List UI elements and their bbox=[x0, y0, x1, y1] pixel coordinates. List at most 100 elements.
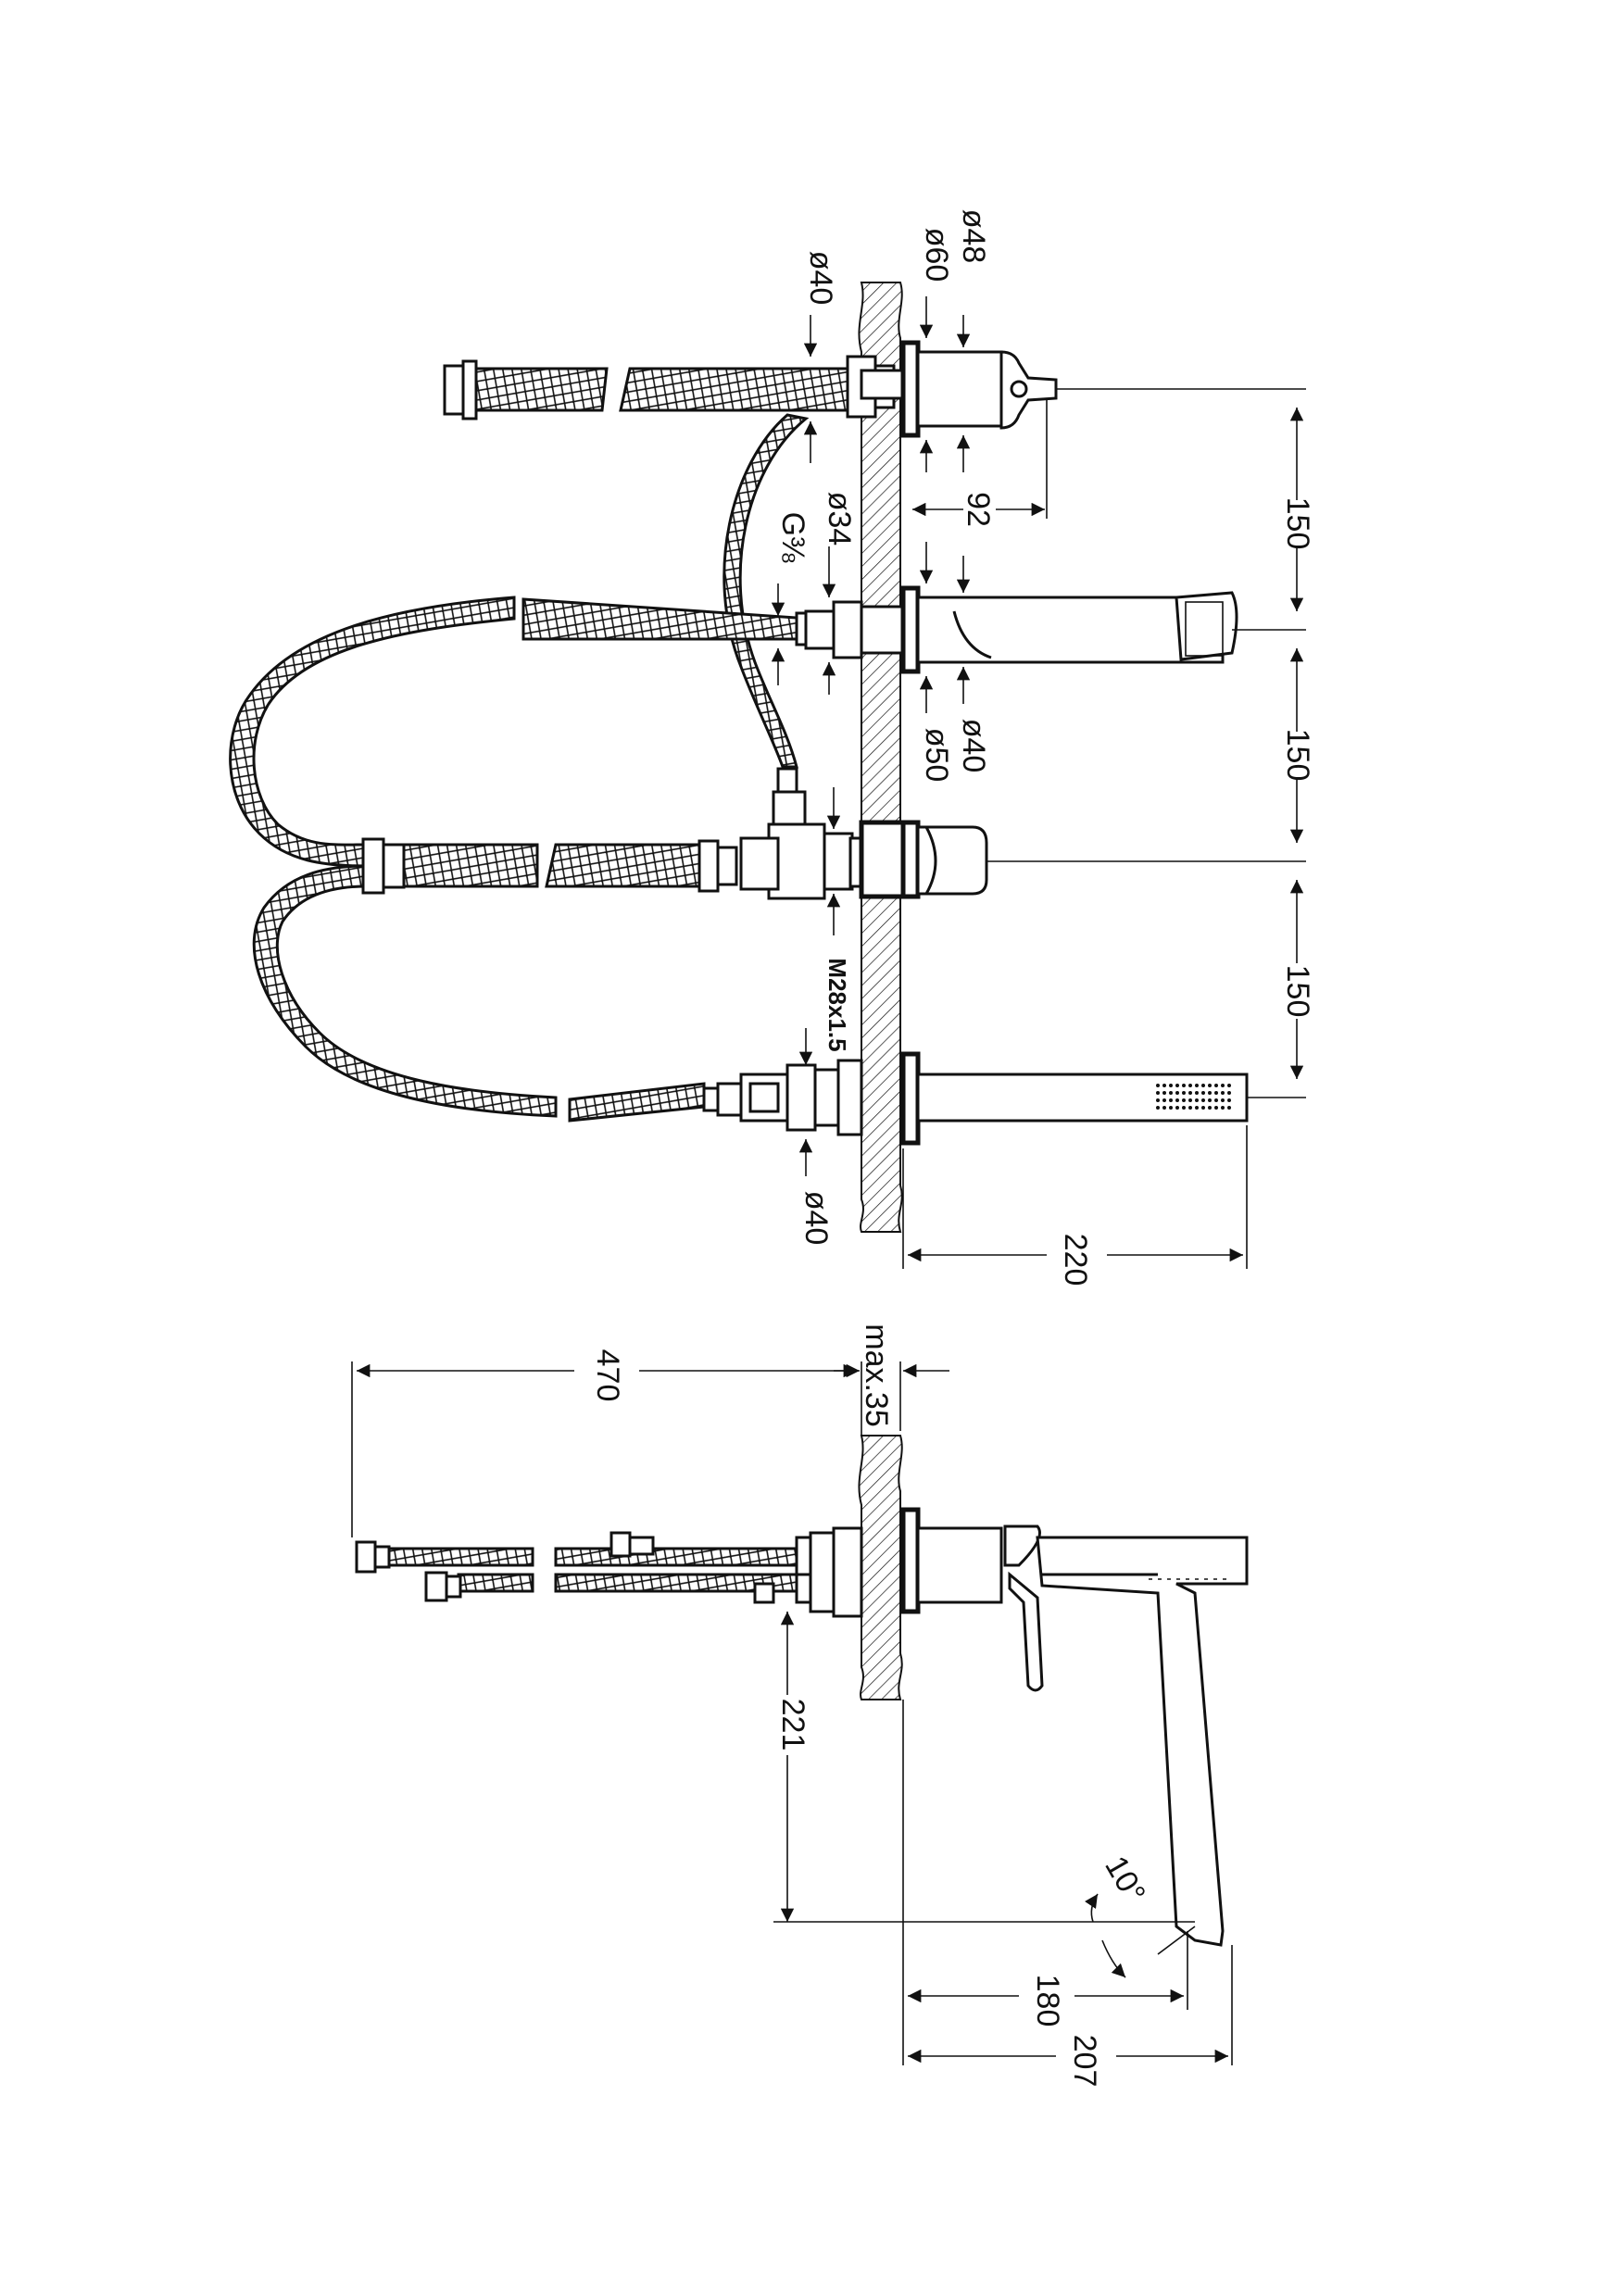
label-180: 180 bbox=[1030, 1975, 1065, 2027]
hose-middle-left bbox=[401, 843, 539, 888]
side-view bbox=[351, 1361, 1249, 2065]
nozzle-dot bbox=[1227, 1098, 1231, 1102]
nozzle-dot bbox=[1175, 1106, 1179, 1110]
nozzle-dot bbox=[1221, 1084, 1225, 1087]
nozzle-dot bbox=[1156, 1091, 1160, 1095]
side-hose-lower bbox=[457, 1573, 534, 1593]
nozzle-dot bbox=[1208, 1091, 1212, 1095]
label-92: 92 bbox=[961, 492, 996, 527]
side-spout bbox=[1036, 1536, 1249, 1947]
side-mixer-body bbox=[900, 1507, 1044, 1692]
top-dimension-lines bbox=[771, 296, 1306, 1269]
side-dimension-lines bbox=[351, 1361, 1233, 2065]
nozzle-dot bbox=[1201, 1091, 1205, 1095]
nozzle-dot bbox=[1208, 1106, 1212, 1110]
nozzle-dot bbox=[1208, 1098, 1212, 1102]
nozzle-dot bbox=[1195, 1106, 1199, 1110]
spout bbox=[804, 585, 1238, 674]
label-g38: G⅜ bbox=[775, 512, 810, 563]
nozzle-dot bbox=[1182, 1091, 1186, 1095]
nozzle-dot bbox=[1175, 1091, 1179, 1095]
nozzle-dot bbox=[1221, 1098, 1225, 1102]
label-207: 207 bbox=[1067, 2035, 1102, 2088]
nozzle-dot bbox=[1227, 1091, 1231, 1095]
shower-head-nozzles bbox=[1156, 1084, 1231, 1110]
label-d40-top: ø40 bbox=[803, 251, 838, 306]
nozzle-dot bbox=[1169, 1084, 1173, 1087]
nozzle-dot bbox=[1175, 1098, 1179, 1102]
nozzle-dot bbox=[1221, 1106, 1225, 1110]
label-d48: ø48 bbox=[956, 209, 991, 264]
label-d40-bottom: ø40 bbox=[798, 1191, 834, 1246]
label-d50: ø50 bbox=[919, 728, 954, 783]
nozzle-dot bbox=[1162, 1091, 1166, 1095]
nozzle-dot bbox=[1162, 1098, 1166, 1102]
hose-top-right bbox=[619, 367, 859, 412]
nozzle-dot bbox=[1156, 1084, 1160, 1087]
diverter-valve bbox=[739, 767, 988, 900]
hose-upper-loop bbox=[229, 596, 516, 868]
nozzle-dot bbox=[1169, 1091, 1173, 1095]
wall-section-side bbox=[858, 1435, 903, 1700]
nozzle-dot bbox=[1227, 1084, 1231, 1087]
nozzle-dot bbox=[1188, 1084, 1192, 1087]
nozzle-dot bbox=[1156, 1106, 1160, 1110]
nozzle-dot bbox=[1214, 1106, 1218, 1110]
nozzle-dot bbox=[1195, 1084, 1199, 1087]
hose-diagonal bbox=[723, 413, 810, 769]
hose-middle-right bbox=[545, 843, 706, 888]
nozzle-dot bbox=[1182, 1084, 1186, 1087]
hose-lower-loop bbox=[252, 864, 558, 1118]
nozzle-dot bbox=[1201, 1084, 1205, 1087]
hose-nut-middle-left bbox=[361, 837, 406, 895]
dimension-labels: ø48 ø60 ø40 ø34 G⅜ ø40 ø50 M28x1.5 ø40 9… bbox=[590, 209, 1315, 2088]
hose-nut-top bbox=[443, 359, 478, 420]
side-hose-upper bbox=[387, 1547, 534, 1567]
nozzle-dot bbox=[1162, 1084, 1166, 1087]
hose-nut-lower bbox=[702, 1082, 746, 1117]
label-d40-spout: ø40 bbox=[956, 719, 991, 773]
nozzle-dot bbox=[1169, 1106, 1173, 1110]
label-150-b: 150 bbox=[1280, 729, 1315, 782]
nozzle-dot bbox=[1221, 1091, 1225, 1095]
hose-top-left bbox=[471, 367, 609, 412]
label-221: 221 bbox=[775, 1699, 810, 1751]
top-view bbox=[229, 282, 1306, 1269]
nozzle-dot bbox=[1162, 1106, 1166, 1110]
nozzle-dot bbox=[1182, 1106, 1186, 1110]
nozzle-dot bbox=[1175, 1084, 1179, 1087]
nozzle-dot bbox=[1214, 1098, 1218, 1102]
mixer-handle-top bbox=[846, 340, 1058, 438]
label-10deg: 10° bbox=[1098, 1851, 1152, 1910]
nozzle-dot bbox=[1182, 1098, 1186, 1102]
nozzle-dot bbox=[1188, 1091, 1192, 1095]
nozzle-dot bbox=[1195, 1098, 1199, 1102]
nozzle-dot bbox=[1208, 1084, 1212, 1087]
nozzle-dot bbox=[1201, 1098, 1205, 1102]
hose-lower-straight bbox=[568, 1082, 706, 1123]
label-max35: max.35 bbox=[859, 1324, 894, 1427]
side-hose-nuts bbox=[355, 1526, 863, 1618]
label-150-a: 150 bbox=[1280, 497, 1315, 550]
nozzle-dot bbox=[1201, 1106, 1205, 1110]
hose-nut-middle-right bbox=[697, 839, 738, 893]
nozzle-dot bbox=[1214, 1091, 1218, 1095]
label-150-c: 150 bbox=[1280, 965, 1315, 1018]
nozzle-dot bbox=[1169, 1098, 1173, 1102]
label-220: 220 bbox=[1058, 1234, 1093, 1286]
label-m28: M28x1.5 bbox=[823, 958, 851, 1051]
nozzle-dot bbox=[1188, 1106, 1192, 1110]
side-hose-upper-right bbox=[554, 1547, 798, 1567]
wall-section-top bbox=[858, 282, 903, 1233]
nozzle-dot bbox=[1156, 1098, 1160, 1102]
hand-shower bbox=[739, 1051, 1249, 1146]
label-470: 470 bbox=[590, 1349, 625, 1402]
nozzle-dot bbox=[1195, 1091, 1199, 1095]
nozzle-dot bbox=[1188, 1098, 1192, 1102]
label-d60: ø60 bbox=[919, 228, 954, 282]
nozzle-dot bbox=[1227, 1106, 1231, 1110]
label-d34: ø34 bbox=[822, 492, 857, 546]
nozzle-dot bbox=[1214, 1084, 1218, 1087]
hose-upper-straight bbox=[521, 597, 798, 641]
